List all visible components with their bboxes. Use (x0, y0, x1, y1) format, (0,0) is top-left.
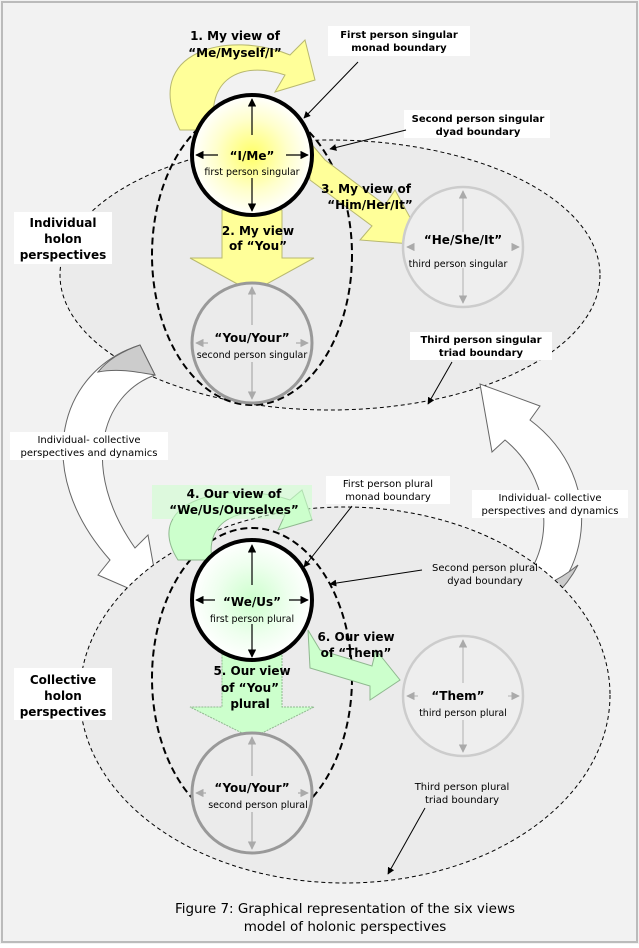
third-person-plural-title: “Them” (431, 689, 484, 703)
dyad-singular-label-box (404, 110, 550, 138)
view-3-label-line1: 3. My view of (321, 182, 412, 196)
third-person-singular-title: “He/She/It” (424, 233, 502, 247)
figure-caption-line2: model of holonic perspectives (244, 919, 447, 935)
collective-holon-label-line3: perspectives (20, 705, 107, 719)
dynamics-left-arrow-shade (96, 344, 156, 376)
view-2-label-line1: 2. My view (222, 224, 294, 238)
view-2-arrow (189, 209, 315, 293)
dynamics-right-label-line1: Individual- collective (498, 493, 601, 504)
dynamics-left-label-box (10, 432, 168, 460)
dynamics-right-label-line2: perspectives and dynamics (482, 506, 619, 517)
first-person-plural-title: “We/Us” (223, 595, 281, 609)
monad-plural-label-box (326, 476, 450, 504)
dyad-singular-label-line1: Second person singular (412, 114, 545, 125)
monad-singular-label-box (328, 26, 470, 56)
dynamics-right-label-box (472, 490, 628, 518)
first-person-plural-circle (190, 538, 314, 662)
second-person-singular-subtitle: second person singular (197, 350, 308, 361)
individual-holon-label-box (14, 212, 112, 264)
monad-singular-label-line2: monad boundary (351, 43, 447, 54)
first-person-singular-title: “I/Me” (230, 149, 275, 163)
third-person-plural-circle (401, 634, 525, 758)
triad-plural-label-line2: triad boundary (425, 795, 499, 806)
view-1-arrow (169, 39, 316, 131)
view-5-label-line2: of “You” (221, 681, 279, 695)
collective-holon-label-line2: holon (44, 689, 82, 703)
triad-plural-label-line1: Third person plural (414, 782, 510, 793)
second-person-plural-circle (190, 731, 314, 855)
triad-singular-label-box (410, 332, 552, 360)
first-person-plural-subtitle: first person plural (210, 614, 294, 625)
monad-singular-label-line1: First person singular (340, 30, 458, 41)
first-person-singular-subtitle: first person singular (204, 167, 299, 178)
individual-holon-label-line1: Individual (30, 216, 97, 230)
monad-plural-label-line1: First person plural (343, 479, 433, 490)
view-5-arrow (189, 639, 315, 739)
third-person-singular-subtitle: third person singular (409, 259, 508, 270)
view-1-label-line1: 1. My view of (190, 29, 281, 43)
view-6-label-line1: 6. Our view (317, 630, 394, 644)
first-person-singular-circle (190, 93, 314, 217)
individual-holon-label-line3: perspectives (20, 248, 107, 262)
third-person-plural-subtitle: third person plural (419, 708, 507, 719)
view-5-label-line3: plural (230, 697, 269, 711)
third-person-singular-circle (401, 185, 525, 309)
second-person-singular-circle (190, 281, 314, 405)
view-4-label-line2: “We/Us/Ourselves” (169, 503, 299, 517)
collective-holon-label-box (14, 668, 112, 720)
collective-holon-label-line1: Collective (30, 673, 96, 687)
view-6-arrow (307, 629, 401, 701)
individual-holon-label-line2: holon (44, 232, 82, 246)
second-person-singular-title: “You/Your” (214, 331, 289, 345)
dynamics-left-arrow (62, 344, 161, 603)
view-5-label-line1: 5. Our view (213, 664, 290, 678)
dynamics-left-label-line1: Individual- collective (37, 435, 140, 446)
view-6-label-line2: of “Them” (321, 646, 392, 660)
view-3-label-line2: “Him/Her/It” (327, 198, 413, 212)
second-person-plural-title: “You/Your” (214, 781, 289, 795)
triad-singular-label-line2: triad boundary (439, 348, 524, 359)
dyad-plural-label-line2: dyad boundary (447, 576, 523, 587)
second-person-plural-subtitle: second person plural (208, 800, 308, 811)
view-1-label-line2: “Me/Myself/I” (188, 46, 281, 60)
dyad-singular-label-line2: dyad boundary (436, 127, 521, 138)
triad-singular-label-line1: Third person singular (420, 335, 541, 346)
view-4-label-line1: 4. Our view of (187, 487, 283, 501)
figure-caption-line1: Figure 7: Graphical representation of th… (175, 901, 515, 917)
dynamics-right-arrow (479, 383, 583, 621)
monad-plural-label-line2: monad boundary (345, 492, 431, 503)
dyad-plural-label-line1: Second person plural (432, 563, 538, 574)
dynamics-left-label-line2: perspectives and dynamics (21, 448, 158, 459)
view-2-label-line2: of “You” (229, 239, 287, 253)
